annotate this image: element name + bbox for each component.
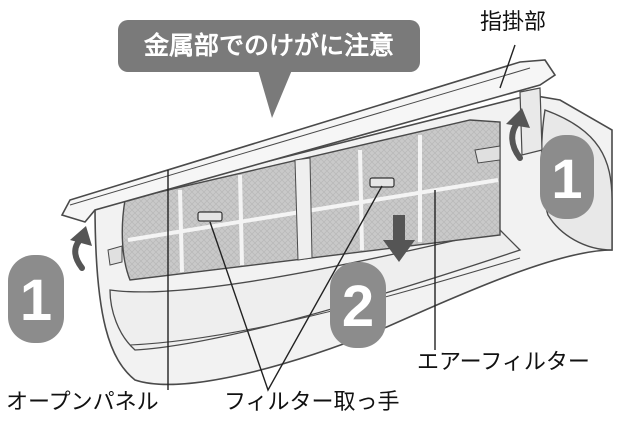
step-badge-text: 1 [551, 147, 582, 210]
warning-bubble-text: 金属部でのけがに注意 [144, 31, 395, 60]
warning-bubble [118, 20, 420, 118]
lift-arrow-right [506, 108, 530, 161]
step-badge-2 [330, 262, 386, 348]
label-air-filter: エアーフィルター [417, 350, 590, 375]
label-finger-grip: 指掛部 [480, 10, 547, 35]
pull-down-arrow [383, 215, 415, 262]
label-open-panel: オープンパネル [6, 390, 159, 415]
filter-handle-right [369, 177, 395, 188]
lift-arrow-left [70, 226, 92, 271]
filter-handle-left [197, 211, 223, 222]
panel-hinge [519, 87, 543, 156]
leader-finger-grip [499, 44, 516, 89]
unit-lower-louver [109, 229, 522, 351]
open-panel [60, 59, 557, 223]
step-badge-text: 1 [20, 268, 52, 333]
step-badge-1-right [540, 135, 594, 219]
label-filter-handle: フィルター取っ手 [224, 390, 400, 415]
step-badge-text: 2 [342, 274, 374, 339]
step-badge-1-left [8, 255, 64, 343]
leader-filter-handle [209, 185, 383, 392]
